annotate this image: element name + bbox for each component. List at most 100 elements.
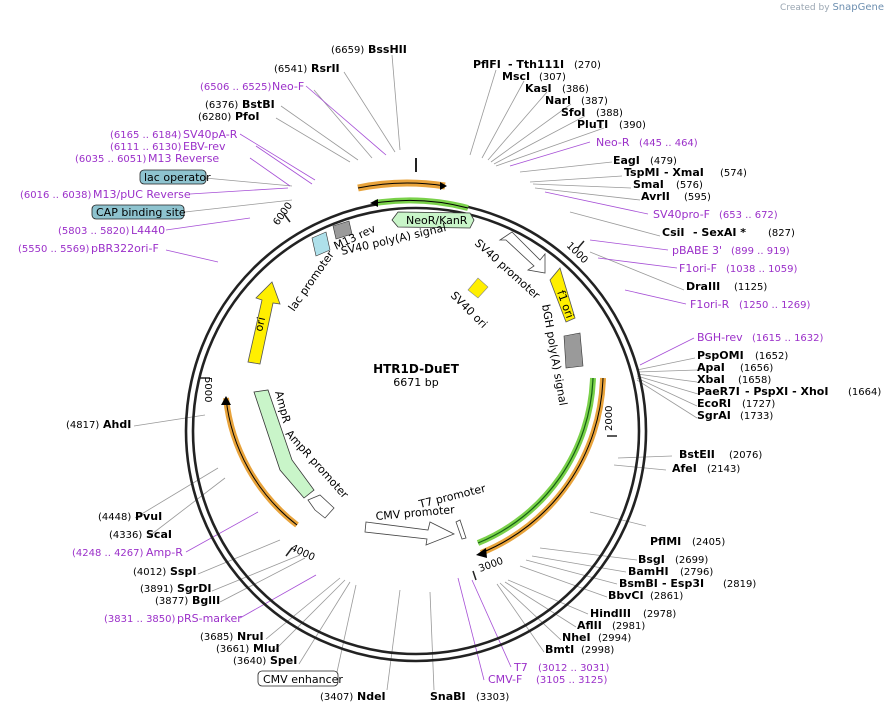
primer-right-name: pBABE 3' — [672, 244, 722, 257]
left-sites: (6659)BssHII (6541)RsrII (6376)BstBI (62… — [66, 43, 407, 703]
site-left-name: AhdI — [103, 418, 131, 431]
plasmid-length: 6671 bp — [393, 376, 438, 389]
site-right-pos: (479) — [650, 156, 677, 167]
site-right-pos: (2819) — [723, 579, 756, 590]
site-right-name: SmaI — [633, 178, 664, 191]
site-left-name: BstBI — [242, 98, 275, 111]
site-right-extra: - Esp3I — [662, 577, 704, 590]
sv40-polya-box[interactable] — [332, 220, 353, 240]
f1-ori-arrow[interactable] — [549, 267, 576, 323]
right-sites: PflFI- Tth111I(270) MscI(307) KasI(386) … — [430, 58, 881, 703]
cmv-enhancer-tag[interactable] — [257, 670, 339, 687]
f1-ori-label: f1 ori — [554, 289, 576, 320]
ampr-promoter-arrow[interactable] — [307, 494, 335, 519]
site-right-name: SgrAI — [697, 409, 731, 422]
tick-4000: 4000 — [289, 543, 317, 564]
site-right-name: BbvCI — [608, 589, 644, 602]
site-left-pos: (6376) — [205, 100, 238, 111]
site-right-extra: - PspXI - XhoI — [745, 385, 828, 398]
site-right-name: HindIII — [590, 607, 631, 620]
site-left-name: PvuI — [135, 510, 162, 523]
primer-left-name: SV40pA-R — [183, 128, 238, 141]
bgh-polya-box[interactable] — [563, 332, 584, 369]
site-left-pos: (4448) — [98, 512, 131, 523]
primer-left-name: EBV-rev — [183, 140, 226, 153]
primer-left-pos: (6111 .. 6130) — [110, 142, 182, 153]
site-right-extra: - SexAI * — [693, 226, 746, 239]
sv40-ori-box[interactable] — [467, 277, 489, 299]
site-right-name: CsiI — [662, 226, 684, 239]
primer-right-name: BGH-rev — [697, 331, 743, 344]
site-right-pos: (1652) — [755, 351, 788, 362]
sv40-promoter-arrow[interactable] — [498, 231, 546, 274]
site-right-extra: - XmaI — [664, 166, 704, 179]
primer-left-name: Amp-R — [146, 546, 183, 559]
site-right-name: BamHI — [628, 565, 669, 578]
site-right-name: BsmBI — [619, 577, 658, 590]
ori-arrow[interactable] — [247, 281, 281, 365]
primer-leader-lines — [165, 85, 695, 681]
tick-3000: 3000 — [477, 556, 505, 575]
ampr-arrow[interactable] — [253, 389, 315, 499]
primer-left-pos: (6016 .. 6038) — [20, 190, 92, 201]
site-right-name: TspMI — [624, 166, 660, 179]
primer-right-pos: (1250 .. 1269) — [739, 300, 811, 311]
site-right-name: EcoRI — [697, 397, 731, 410]
primer-right-pos: (1615 .. 1632) — [752, 333, 824, 344]
site-left-pos: (4817) — [66, 420, 99, 431]
snapgene-logo: SnapGene — [832, 2, 884, 13]
site-right-pos: (2076) — [729, 450, 762, 461]
leader-lines — [133, 54, 699, 691]
cmv-promoter-label: CMV promoter — [375, 503, 456, 523]
neor-arrow[interactable] — [391, 211, 475, 229]
site-left-pos: (3891) — [140, 584, 173, 595]
site-right-pos: (387) — [581, 96, 608, 107]
lac-operator-text: lac operator — [144, 171, 211, 184]
site-right-pos: (595) — [684, 192, 711, 203]
backbone-inner — [191, 206, 641, 656]
site-right-name: PspOMI — [697, 349, 744, 362]
primer-left-pos: (4248 .. 4267) — [72, 548, 144, 559]
site-left-name: SspI — [170, 565, 196, 578]
primer-left-name: L4440 — [131, 224, 165, 237]
primer-right-pos: (653 .. 672) — [719, 210, 778, 221]
site-right-name: BsgI — [638, 553, 665, 566]
site-right-name: ApaI — [697, 361, 725, 374]
site-right-pos: (1664) — [848, 387, 881, 398]
site-right-name: NheI — [562, 631, 591, 644]
site-right-pos: (1656) — [740, 363, 773, 374]
site-right-pos: (1125) — [734, 282, 767, 293]
site-left-name: NruI — [237, 630, 264, 643]
site-left-pos: (3640) — [233, 656, 266, 667]
cmv-enhancer-text: CMV enhancer — [263, 673, 343, 686]
site-left-name: PfoI — [235, 110, 260, 123]
site-right-name: PflMI — [650, 535, 681, 548]
site-right-pos: (576) — [676, 180, 703, 191]
primer-left-pos: (3831 .. 3850) — [104, 614, 176, 625]
right-primers: Neo-R(445 .. 464) SV40pro-F(653 .. 672) … — [488, 136, 824, 686]
site-left-pos: (3407) — [320, 692, 353, 703]
t7-promoter-arrow[interactable] — [455, 519, 467, 540]
site-left-pos: (4336) — [109, 530, 142, 541]
site-right-name: PflFI — [473, 58, 501, 71]
cmv-promoter-arrow[interactable] — [364, 521, 455, 546]
primer-right-name: Neo-R — [596, 136, 630, 149]
site-left-name: NdeI — [357, 690, 386, 703]
lac-operator-tag[interactable] — [139, 169, 207, 185]
primer-left-name: M13 Reverse — [148, 152, 219, 165]
tick-6000: 6000 — [271, 201, 295, 228]
cap-site-tag[interactable] — [91, 204, 185, 220]
tick-1000: 1000 — [564, 240, 590, 266]
site-right-pos: (2699) — [675, 555, 708, 566]
primer-left-name: pRS-marker — [177, 612, 242, 625]
site-right-pos: (2981) — [612, 621, 645, 632]
primer-left-pos: (5803 .. 5820) — [58, 226, 130, 237]
site-right-name: DraIII — [686, 280, 720, 293]
site-right-pos: (2978) — [643, 609, 676, 620]
sv40-ori-label: SV40 ori — [448, 289, 490, 331]
primer-right-pos: (445 .. 464) — [639, 138, 698, 149]
primer-right-name: SV40pro-F — [653, 208, 710, 221]
lac-operator-box[interactable] — [311, 231, 331, 257]
site-right-pos: (2861) — [650, 591, 683, 602]
